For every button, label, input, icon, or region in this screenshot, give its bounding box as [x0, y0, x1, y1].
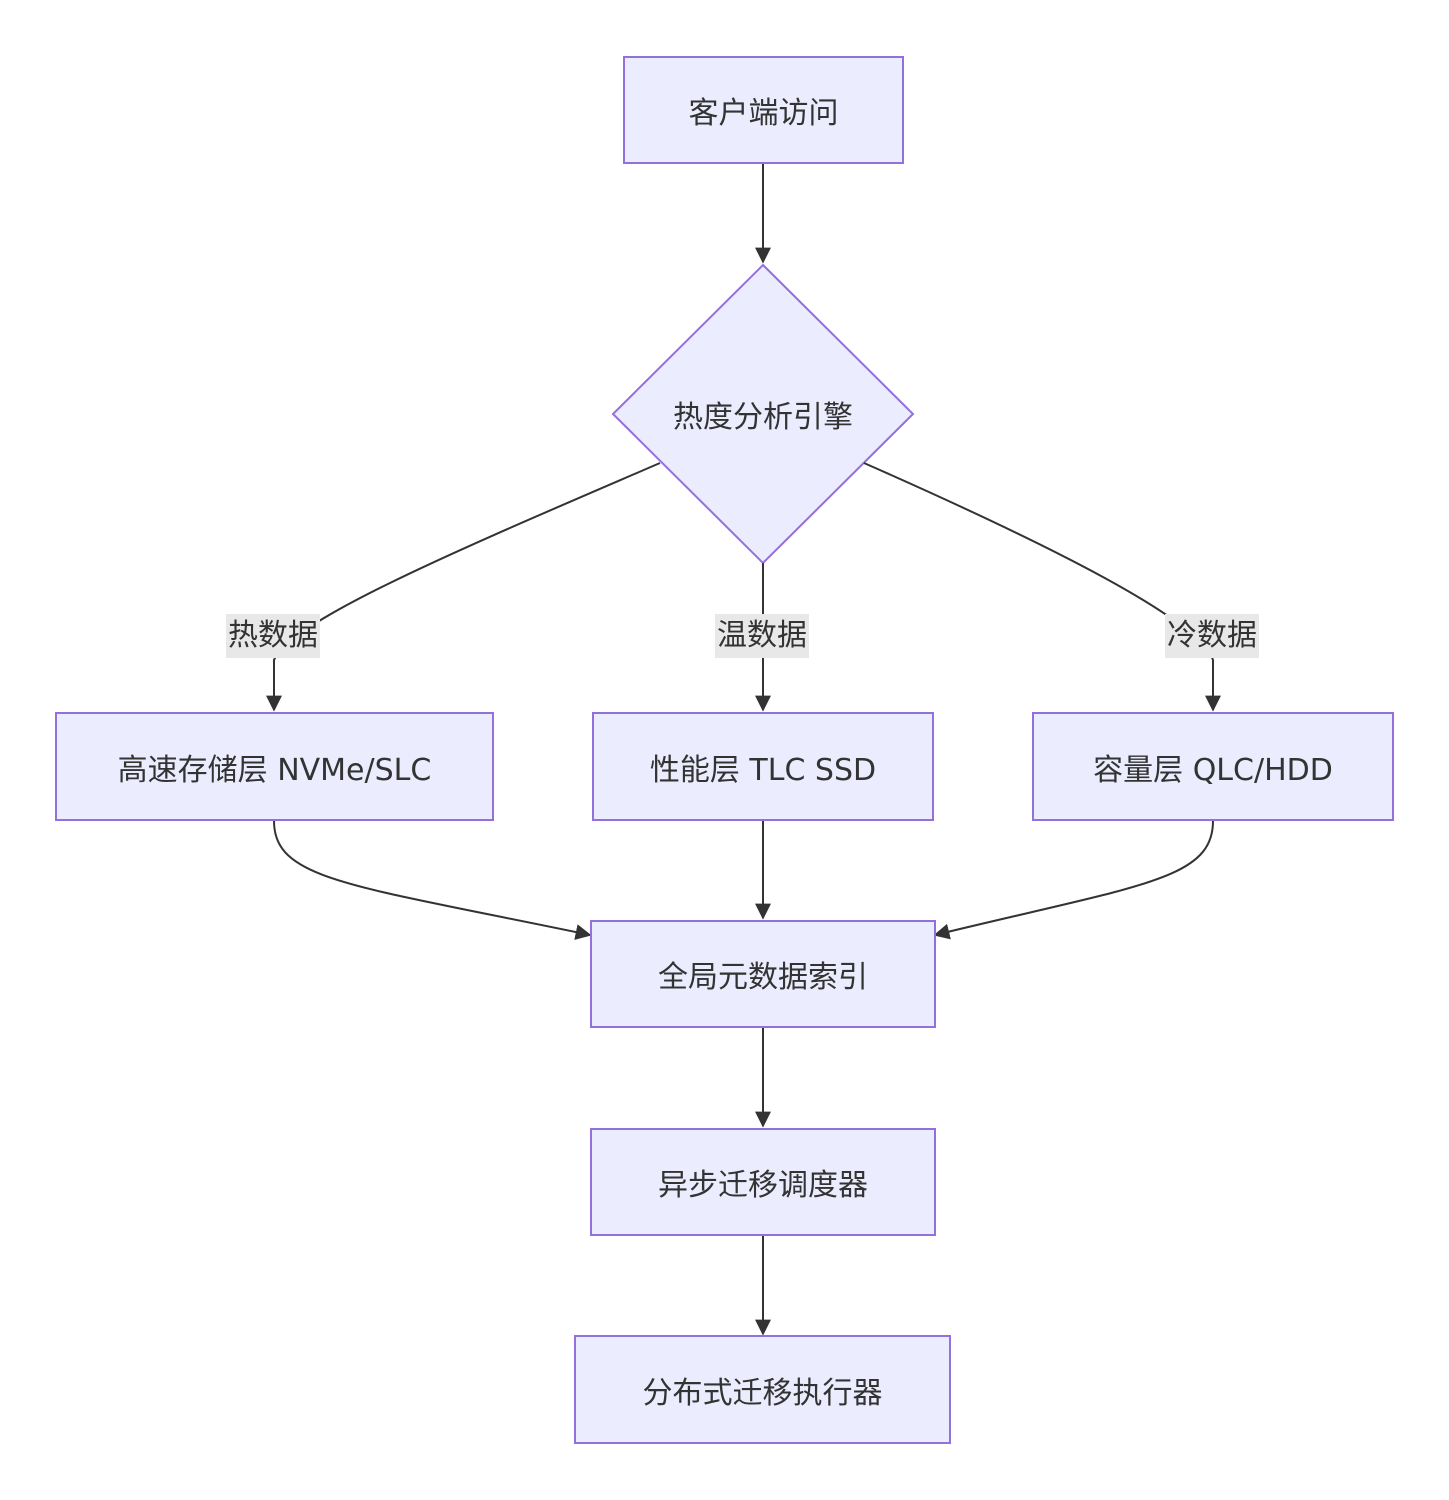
- heat-analysis-engine-label[interactable]: 热度分析引擎: [673, 400, 853, 435]
- edge-label-warm-data: 温数据: [715, 614, 809, 658]
- hot-tier-node[interactable]: 高速存储层 NVMe/SLC: [55, 712, 494, 821]
- capacity-tier-node[interactable]: 容量层 QLC/HDD: [1032, 712, 1394, 821]
- distributed-migration-executor-node[interactable]: 分布式迁移执行器: [574, 1335, 951, 1444]
- global-metadata-index-node[interactable]: 全局元数据索引: [590, 920, 936, 1028]
- edge-engine-to-cap-tier: [863, 462, 1221, 712]
- performance-tier-node[interactable]: 性能层 TLC SSD: [592, 712, 934, 821]
- async-migration-scheduler-node[interactable]: 异步迁移调度器: [590, 1128, 936, 1236]
- edge-hot-tier-to-index: [273, 820, 592, 940]
- client-access-node[interactable]: 客户端访问: [623, 56, 904, 164]
- edge-label-hot-data: 热数据: [226, 614, 320, 658]
- edge-cap-tier-to-index: [933, 820, 1214, 940]
- edge-label-cold-data: 冷数据: [1165, 614, 1259, 658]
- edge-engine-to-hot-tier: [266, 462, 661, 712]
